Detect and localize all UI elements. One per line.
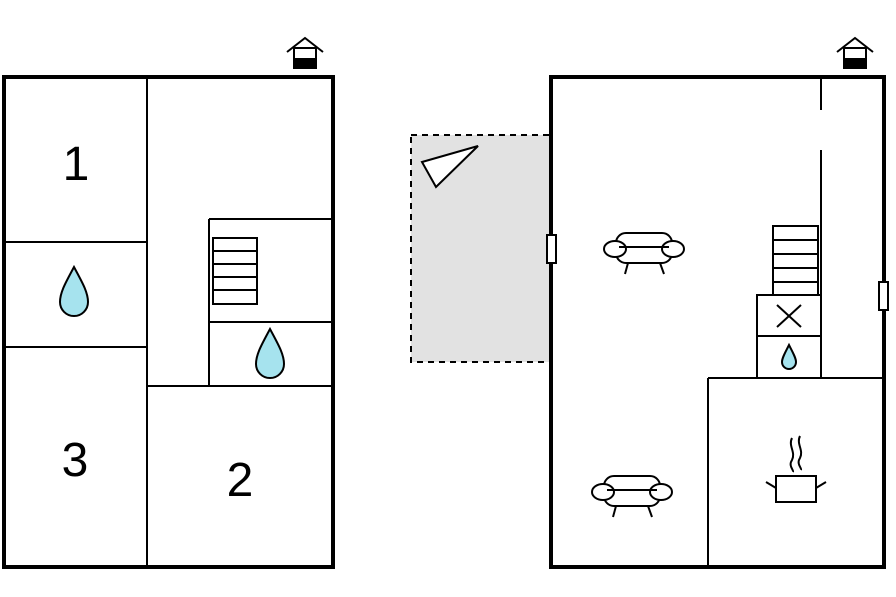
- room-label-2: 2: [227, 454, 254, 507]
- room-label-1: 1: [63, 138, 90, 191]
- sofa-icon: [603, 232, 685, 275]
- door-marker: [878, 281, 889, 311]
- room-label-3: 3: [62, 434, 89, 487]
- house-icon: [286, 36, 324, 69]
- cooking-pot-icon: [765, 435, 827, 503]
- cross-icon: [776, 304, 802, 328]
- water-drop-icon: [58, 264, 90, 317]
- house-icon: [836, 36, 874, 69]
- right-outer-wall: [549, 75, 886, 569]
- water-drop-icon: [254, 326, 286, 379]
- sofa-icon: [591, 475, 673, 518]
- right-floor-plan: [410, 36, 889, 569]
- door-marker: [546, 234, 557, 264]
- water-drop-icon: [780, 342, 798, 370]
- left-floor-plan: 1 3 2: [2, 36, 335, 569]
- terrace-triangle-icon: [420, 145, 479, 189]
- stairs-icon: [212, 237, 258, 305]
- terrace-area: [410, 134, 552, 363]
- stairs-icon: [772, 225, 819, 296]
